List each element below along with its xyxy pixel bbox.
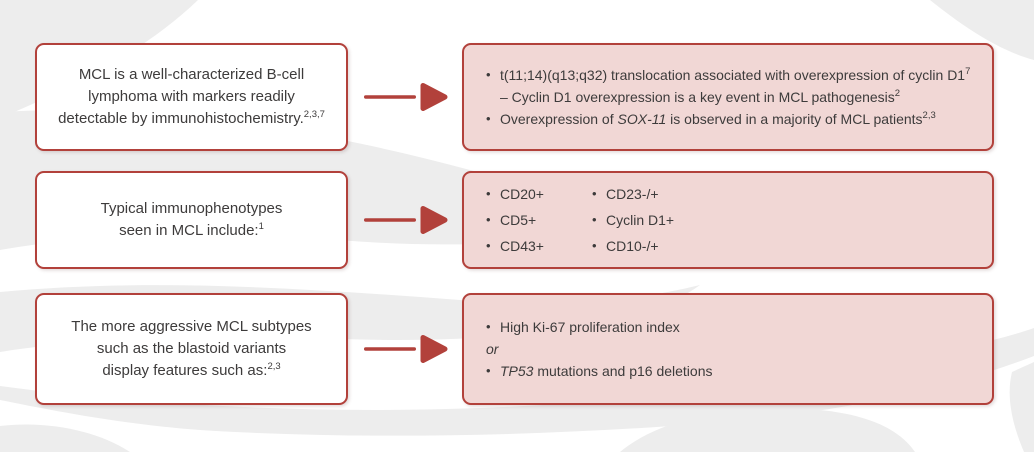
connector-text: or [486, 341, 499, 357]
right-arrow-icon [364, 206, 448, 234]
wave-top-right [930, 0, 1034, 60]
wave-bottom-left-blob [0, 424, 130, 452]
list-item-text: CD23-/+ [606, 186, 659, 202]
list-subitem-text: – Cyclin D1 overexpression is a key even… [500, 88, 901, 105]
list-item: • Overexpression of SOX-11 is observed i… [486, 108, 982, 130]
box-aggressive-subtypes-text: The more aggressive MCL subtypes such as… [37, 316, 346, 382]
box-immunophenotype-markers: • CD20+ • CD5+ • CD43+ • CD23-/+ • Cyclin D1+… [462, 171, 994, 269]
bullet-icon: • [486, 238, 491, 253]
list-item-text: t(11;14)(q13;q32) translocation associat… [500, 66, 971, 83]
list-item: • TP53 mutations and p16 deletions [486, 360, 982, 382]
marker-column-1: • CD20+ • CD5+ • CD43+ [486, 181, 592, 259]
text-line: display features such as:2,3 [102, 361, 281, 379]
box-aggressive-subtypes: The more aggressive MCL subtypes such as… [35, 293, 348, 405]
text-line: seen in MCL include:1 [119, 221, 264, 239]
wave-bottom-right-hump [620, 407, 915, 452]
text-line: MCL is a well-characterized B-cell [78, 66, 305, 83]
bullet-icon: • [486, 319, 491, 334]
bullet-icon: • [486, 186, 491, 201]
right-arrow-icon [364, 335, 448, 363]
list-item: • CD20+ [486, 181, 592, 207]
list-item-text: CD10-/+ [606, 238, 659, 254]
box-immunophenotypes-text: Typical immunophenotypes seen in MCL inc… [37, 198, 346, 242]
text-line: The more aggressive MCL subtypes [71, 318, 312, 335]
list-item: • CD5+ [486, 207, 592, 233]
bullet-icon: • [486, 67, 491, 82]
list-item-text: CD20+ [500, 186, 544, 202]
marker-column-2: • CD23-/+ • Cyclin D1+ • CD10-/+ [592, 181, 982, 259]
text-line: detectable by immunohistochemistry.2,3,7 [58, 109, 325, 127]
genetic-features-list: • t(11;14)(q13;q32) translocation associ… [464, 64, 992, 130]
box-mcl-description: MCL is a well-characterized B-cell lymph… [35, 43, 348, 151]
list-item: • CD10-/+ [592, 233, 982, 259]
list-item: • High Ki-67 proliferation index [486, 316, 982, 338]
list-subitem: – Cyclin D1 overexpression is a key even… [486, 86, 982, 108]
aggressive-features-list: • High Ki-67 proliferation index or • TP… [464, 316, 992, 382]
list-item: • CD43+ [486, 233, 592, 259]
box-mcl-description-text: MCL is a well-characterized B-cell lymph… [37, 64, 346, 130]
box-genetic-features: • t(11;14)(q13;q32) translocation associ… [462, 43, 994, 151]
list-item: • CD23-/+ [592, 181, 982, 207]
list-item-text: Overexpression of SOX-11 is observed in … [500, 110, 936, 127]
bullet-icon: • [486, 363, 491, 378]
text-line: such as the blastoid variants [96, 340, 287, 357]
list-item-text: CD5+ [500, 212, 537, 228]
list-item-text: Cyclin D1+ [606, 212, 675, 228]
right-arrow-icon [364, 83, 448, 111]
bullet-icon: • [592, 186, 597, 201]
list-item-text: TP53 mutations and p16 deletions [500, 363, 713, 379]
list-item-text: High Ki-67 proliferation index [500, 319, 680, 335]
bullet-icon: • [486, 212, 491, 227]
list-item-text: CD43+ [500, 238, 544, 254]
bullet-icon: • [592, 212, 597, 227]
bullet-icon: • [592, 238, 597, 253]
box-immunophenotypes-label: Typical immunophenotypes seen in MCL inc… [35, 171, 348, 269]
marker-columns: • CD20+ • CD5+ • CD43+ • CD23-/+ • Cyclin D1+… [464, 181, 992, 259]
list-item: • Cyclin D1+ [592, 207, 982, 233]
list-item: • t(11;14)(q13;q32) translocation associ… [486, 64, 982, 86]
text-line: lymphoma with markers readily [88, 88, 295, 105]
text-line: Typical immunophenotypes [100, 200, 283, 217]
bullet-icon: • [486, 111, 491, 126]
list-connector-or: or [486, 338, 982, 360]
wave-right-edge [1009, 362, 1034, 452]
box-aggressive-features: • High Ki-67 proliferation index or • TP… [462, 293, 994, 405]
